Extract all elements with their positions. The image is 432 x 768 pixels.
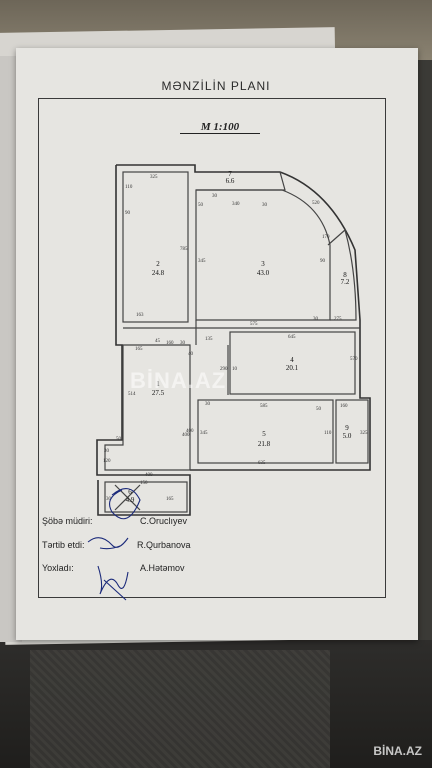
room-5-number: 5 — [262, 430, 266, 438]
room-5-area: 21.8 — [258, 440, 271, 448]
dim-label: 345 — [198, 259, 206, 264]
dim-label: 163 — [136, 313, 144, 318]
outer-wall-curve — [279, 171, 361, 321]
dim-label: 30 — [262, 203, 268, 208]
dim-label: 345 — [200, 431, 208, 436]
room-6-outline — [104, 481, 188, 513]
room-9-area: 5.0 — [343, 432, 352, 440]
dim-label: 30 — [205, 402, 211, 407]
room-1-area: 27.5 — [152, 389, 165, 397]
dim-label: 50 — [116, 437, 122, 442]
dim-label: 290 — [220, 367, 228, 372]
outer-wall — [96, 165, 191, 516]
dim-label: 400 — [186, 429, 194, 434]
dim-label: 30 — [180, 341, 186, 346]
dept-head-name: C.Oruclıyev — [140, 516, 188, 526]
room-1-outline — [104, 344, 191, 471]
dim-label: 30 — [212, 194, 218, 199]
room-5-outline — [197, 399, 334, 464]
dim-label: 165 — [135, 347, 143, 352]
room-6-area: 4.9 — [126, 496, 135, 504]
room-9-number: 9 — [345, 424, 349, 432]
prepared-label: Tərtib etdi: — [42, 540, 85, 550]
room-9-outline — [335, 399, 369, 464]
dim-label: 45 — [155, 339, 161, 344]
dim-label: 275 — [334, 317, 342, 322]
room-2-number: 2 — [156, 260, 160, 268]
outer-wall — [116, 164, 280, 173]
dim-label: 150 — [140, 481, 148, 486]
room-4-outline — [229, 331, 356, 395]
room-8-area: 7.2 — [341, 278, 350, 286]
dim-label: 110 — [324, 431, 332, 436]
dim-label: 90 — [125, 211, 131, 216]
prepared-name: R.Qurbanova — [137, 540, 191, 550]
carpet-texture — [30, 650, 330, 768]
dim-label: 785 — [180, 247, 188, 252]
dept-head-label: Şöbə müdiri: — [42, 516, 93, 526]
signature-marks — [87, 488, 141, 601]
page-title: MƏNZİLİN PLANI — [161, 79, 271, 93]
room-2-outline — [122, 171, 189, 323]
scale-label: M 1:100 — [180, 121, 260, 134]
dim-label: 570 — [350, 357, 358, 362]
dim-label: 575 — [250, 322, 258, 327]
dim-label: 135 — [205, 337, 213, 342]
dim-label: 645 — [288, 335, 296, 340]
dim-label: 635 — [258, 461, 266, 466]
dim-label: 30 — [313, 317, 319, 322]
dim-label: 325 — [150, 175, 158, 180]
dim-label: 160 — [166, 341, 174, 346]
dim-label: 30 — [106, 497, 112, 502]
dim-label: 110 — [125, 185, 133, 190]
room-7-outline — [196, 171, 286, 191]
dim-label: 160 — [340, 404, 348, 409]
plan-frame — [38, 98, 386, 598]
dim-label: 165 — [166, 497, 174, 502]
room-3-number: 3 — [261, 260, 265, 268]
dim-label: 10 — [232, 367, 238, 372]
dim-label: 325 — [360, 431, 368, 436]
dim-label: 170 — [322, 235, 330, 240]
room-2-area: 24.8 — [152, 269, 165, 277]
dim-label: 585 — [260, 404, 268, 409]
room-6-number: 6 — [128, 488, 132, 496]
watermark: BİNA.AZ — [130, 368, 227, 393]
dim-label: 40 — [188, 352, 194, 357]
dim-label: 90 — [320, 259, 326, 264]
dim-label: 400 — [182, 433, 190, 438]
checked-label: Yoxladı: — [42, 563, 74, 573]
dim-label: 514 — [128, 392, 136, 397]
outer-wall — [190, 320, 371, 471]
dim-label: 50 — [316, 407, 322, 412]
corner-watermark: BİNA.AZ — [373, 744, 422, 758]
document-page — [16, 48, 418, 640]
room-4-number: 4 — [290, 356, 294, 364]
room-1-number: 1 — [156, 380, 160, 388]
room-4-area: 20.1 — [286, 364, 299, 372]
dim-label: 400 — [145, 473, 153, 478]
room-8-number: 8 — [343, 271, 347, 279]
room-7-number: 7 — [228, 170, 232, 178]
dim-label: 50 — [198, 203, 204, 208]
room-3-area: 43.0 — [257, 269, 270, 277]
room-7-area: 6.6 — [226, 177, 235, 185]
room-8-outline — [327, 228, 357, 321]
room-3-outline — [195, 189, 331, 321]
dim-label: 340 — [232, 202, 240, 207]
dim-label: 120 — [103, 459, 111, 464]
dim-label: 30 — [104, 449, 110, 454]
checked-name: A.Hətəmov — [140, 563, 185, 573]
dim-label: 520 — [312, 201, 320, 206]
